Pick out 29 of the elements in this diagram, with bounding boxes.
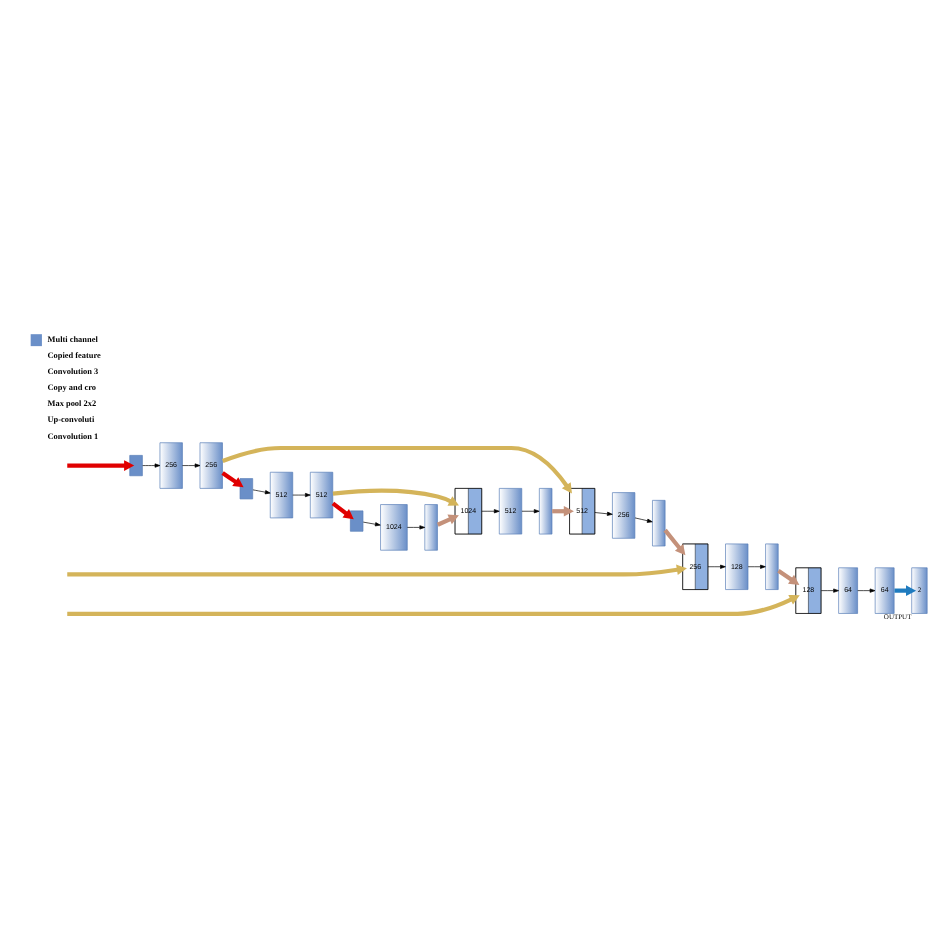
arrow xyxy=(252,489,271,495)
arrow xyxy=(820,588,839,593)
node-bar xyxy=(652,500,666,547)
arrow xyxy=(594,511,613,516)
arrow xyxy=(182,463,201,468)
arrow xyxy=(332,488,459,506)
arrow xyxy=(634,517,653,523)
arrow xyxy=(142,463,161,468)
arrow xyxy=(292,493,311,498)
arrow xyxy=(67,594,800,616)
node-bar xyxy=(129,455,143,477)
arrow xyxy=(362,521,381,527)
arrow xyxy=(221,445,572,494)
arrow xyxy=(67,460,135,471)
arrow xyxy=(481,509,500,514)
arrow xyxy=(521,509,540,514)
node-bar xyxy=(765,543,779,590)
node-bar xyxy=(539,488,553,535)
arrow xyxy=(221,471,244,488)
arrow xyxy=(407,525,426,530)
arrow xyxy=(331,501,354,520)
node-bar xyxy=(424,504,438,551)
arrow xyxy=(857,588,876,593)
arrow xyxy=(707,564,726,569)
node-bar xyxy=(239,478,254,500)
node-bar xyxy=(350,510,364,532)
arrow xyxy=(67,564,687,577)
arrow xyxy=(663,528,686,556)
arrow xyxy=(747,564,766,569)
